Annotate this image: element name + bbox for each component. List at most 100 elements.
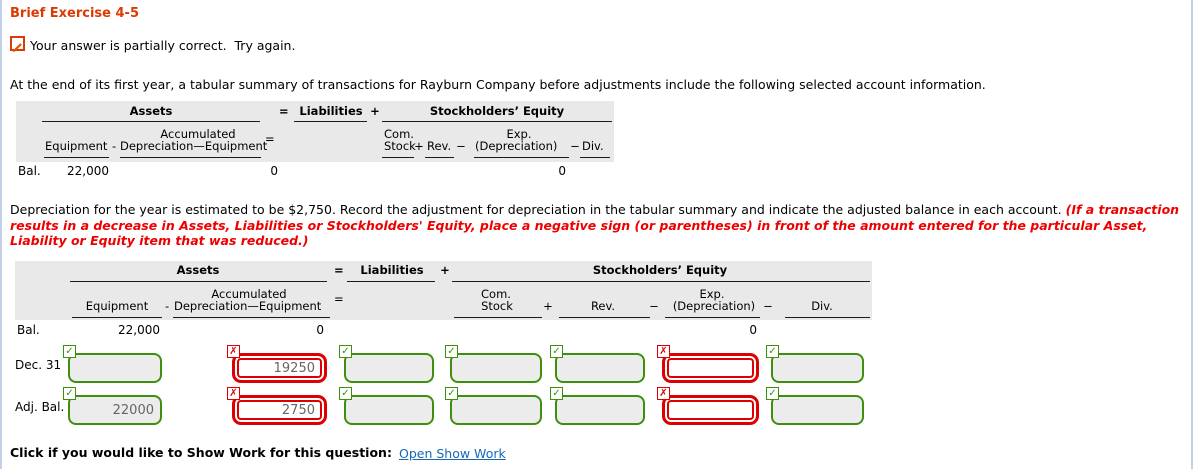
t2-equals-sign: =	[334, 263, 344, 277]
t2-plus-sign: +	[440, 263, 450, 277]
dec31-div-input[interactable]	[771, 353, 864, 383]
rule-line	[474, 157, 569, 158]
t1-bal-accum-dep-value: 0	[270, 164, 278, 178]
cell-dec31-exp-depreciation: ✗	[657, 345, 759, 383]
rule-line	[42, 121, 260, 122]
t2-plus-sign-2: +	[543, 299, 553, 313]
rule-line	[580, 157, 610, 158]
show-work-label: Click if you would like to Show Work for…	[10, 445, 392, 460]
rule-line	[120, 157, 261, 158]
t2-dep-paren-label: (Depreciation)	[672, 299, 756, 313]
open-show-work-link[interactable]: Open Show Work	[399, 446, 506, 461]
t1-stockholders-equity-label: Stockholders’ Equity	[429, 104, 565, 118]
t2-hyphen: -	[165, 299, 170, 313]
t1-bal-exp-dep-value: 0	[558, 164, 566, 178]
rule-line	[559, 317, 650, 318]
adjbal-div-input[interactable]	[771, 395, 864, 425]
adjbal-exp-depreciation-input[interactable]	[662, 395, 759, 425]
t1-com-label: Com.	[384, 127, 414, 141]
t1-equals-sign-2: =	[265, 132, 275, 146]
dec31-exp-depreciation-input[interactable]	[662, 353, 759, 383]
t2-dep-equipment-label: Depreciation—Equipment	[174, 299, 322, 313]
page-title: Brief Exercise 4-5	[10, 6, 139, 21]
dec31-com-stock-input[interactable]	[450, 353, 542, 383]
t2-bal-label: Bal.	[17, 323, 40, 337]
rule-line	[382, 121, 612, 122]
adjbal-equipment-input[interactable]	[68, 395, 162, 425]
t2-div-label: Div.	[811, 299, 833, 313]
rule-line	[294, 121, 367, 122]
correct-badge-icon: ✓	[63, 387, 76, 400]
rule-line	[382, 157, 414, 158]
cell-dec31-com-stock: ✓	[445, 345, 542, 383]
correct-badge-icon: ✓	[339, 387, 352, 400]
t1-exp-label: Exp.	[506, 127, 532, 141]
t2-liabilities-label: Liabilities	[360, 263, 424, 277]
cell-adjbal-rev: ✓	[550, 387, 645, 425]
cell-adjbal-equipment: ✓	[63, 387, 162, 425]
t2-exp-label: Exp.	[699, 287, 725, 301]
t1-dep-equipment-label: Depreciation—Equipment	[120, 139, 268, 153]
t2-bal-accum-dep-value: 0	[316, 323, 324, 337]
t1-plus-sign-2: +	[414, 139, 424, 153]
rule-line	[785, 317, 870, 318]
partially-correct-pencil-icon	[10, 36, 25, 52]
t2-stockholders-equity-label: Stockholders’ Equity	[592, 263, 728, 277]
rule-line	[665, 317, 760, 318]
t1-equals-sign: =	[279, 104, 289, 118]
t2-bal-exp-dep-value: 0	[749, 323, 757, 337]
instruction-black: Depreciation for the year is estimated t…	[10, 202, 1066, 217]
t1-stock-label: Stock	[384, 139, 416, 153]
t2-bal-equipment-value: 22,000	[118, 323, 160, 337]
incorrect-badge-icon: ✗	[227, 345, 240, 358]
rule-line	[452, 281, 870, 282]
cell-dec31-equipment: ✓	[63, 345, 162, 383]
adjbal-com-stock-input[interactable]	[450, 395, 542, 425]
t1-assets-label: Assets	[129, 104, 173, 118]
t2-minus-sign: −	[649, 299, 659, 313]
t1-minus-sign-2: −	[570, 139, 580, 153]
adjbal-rev-input[interactable]	[555, 395, 645, 425]
correct-badge-icon: ✓	[766, 387, 779, 400]
t1-liabilities-label: Liabilities	[299, 104, 363, 118]
cell-dec31-rev: ✓	[550, 345, 645, 383]
correct-badge-icon: ✓	[550, 345, 563, 358]
feedback-text: Your answer is partially correct. Try ag…	[30, 38, 296, 53]
cell-adjbal-accum-depreciation: ✗	[227, 387, 327, 425]
adjbal-accum-depreciation-input[interactable]	[232, 395, 327, 425]
adjbal-liabilities-input[interactable]	[344, 395, 434, 425]
t2-equals-sign-2: =	[334, 292, 344, 306]
dec31-rev-input[interactable]	[555, 353, 645, 383]
cell-adjbal-liabilities: ✓	[339, 387, 434, 425]
t2-accumulated-label: Accumulated	[211, 287, 287, 301]
incorrect-badge-icon: ✗	[657, 345, 670, 358]
t2-assets-label: Assets	[176, 263, 220, 277]
table2-header-bg	[15, 261, 872, 320]
correct-badge-icon: ✓	[339, 345, 352, 358]
instruction-red: (If a transaction results in a decrease …	[10, 202, 1180, 248]
dec31-equipment-input[interactable]	[68, 353, 162, 383]
intro-text: At the end of its first year, a tabular …	[10, 77, 986, 92]
cell-dec31-liabilities: ✓	[339, 345, 434, 383]
t2-rev-label: Rev.	[590, 299, 616, 313]
t1-bal-label: Bal.	[18, 164, 41, 178]
row-label-dec31: Dec. 31	[15, 358, 62, 372]
dec31-accum-depreciation-input[interactable]	[232, 353, 327, 383]
dec31-liabilities-input[interactable]	[344, 353, 434, 383]
t2-minus-sign-2: −	[763, 299, 773, 313]
cell-dec31-accum-depreciation: ✗	[227, 345, 327, 383]
cell-adjbal-com-stock: ✓	[445, 387, 542, 425]
correct-badge-icon: ✓	[63, 345, 76, 358]
rule-line	[454, 317, 542, 318]
correct-badge-icon: ✓	[766, 345, 779, 358]
t2-stock-label: Stock	[481, 299, 513, 313]
t1-bal-equipment-value: 22,000	[67, 164, 109, 178]
cell-adjbal-exp-depreciation: ✗	[657, 387, 759, 425]
t1-equipment-label: Equipment	[45, 139, 108, 153]
cell-dec31-div: ✓	[766, 345, 864, 383]
t1-div-label: Div.	[582, 139, 604, 153]
correct-badge-icon: ✓	[445, 345, 458, 358]
t2-equipment-label: Equipment	[85, 299, 149, 313]
rule-line	[70, 281, 327, 282]
